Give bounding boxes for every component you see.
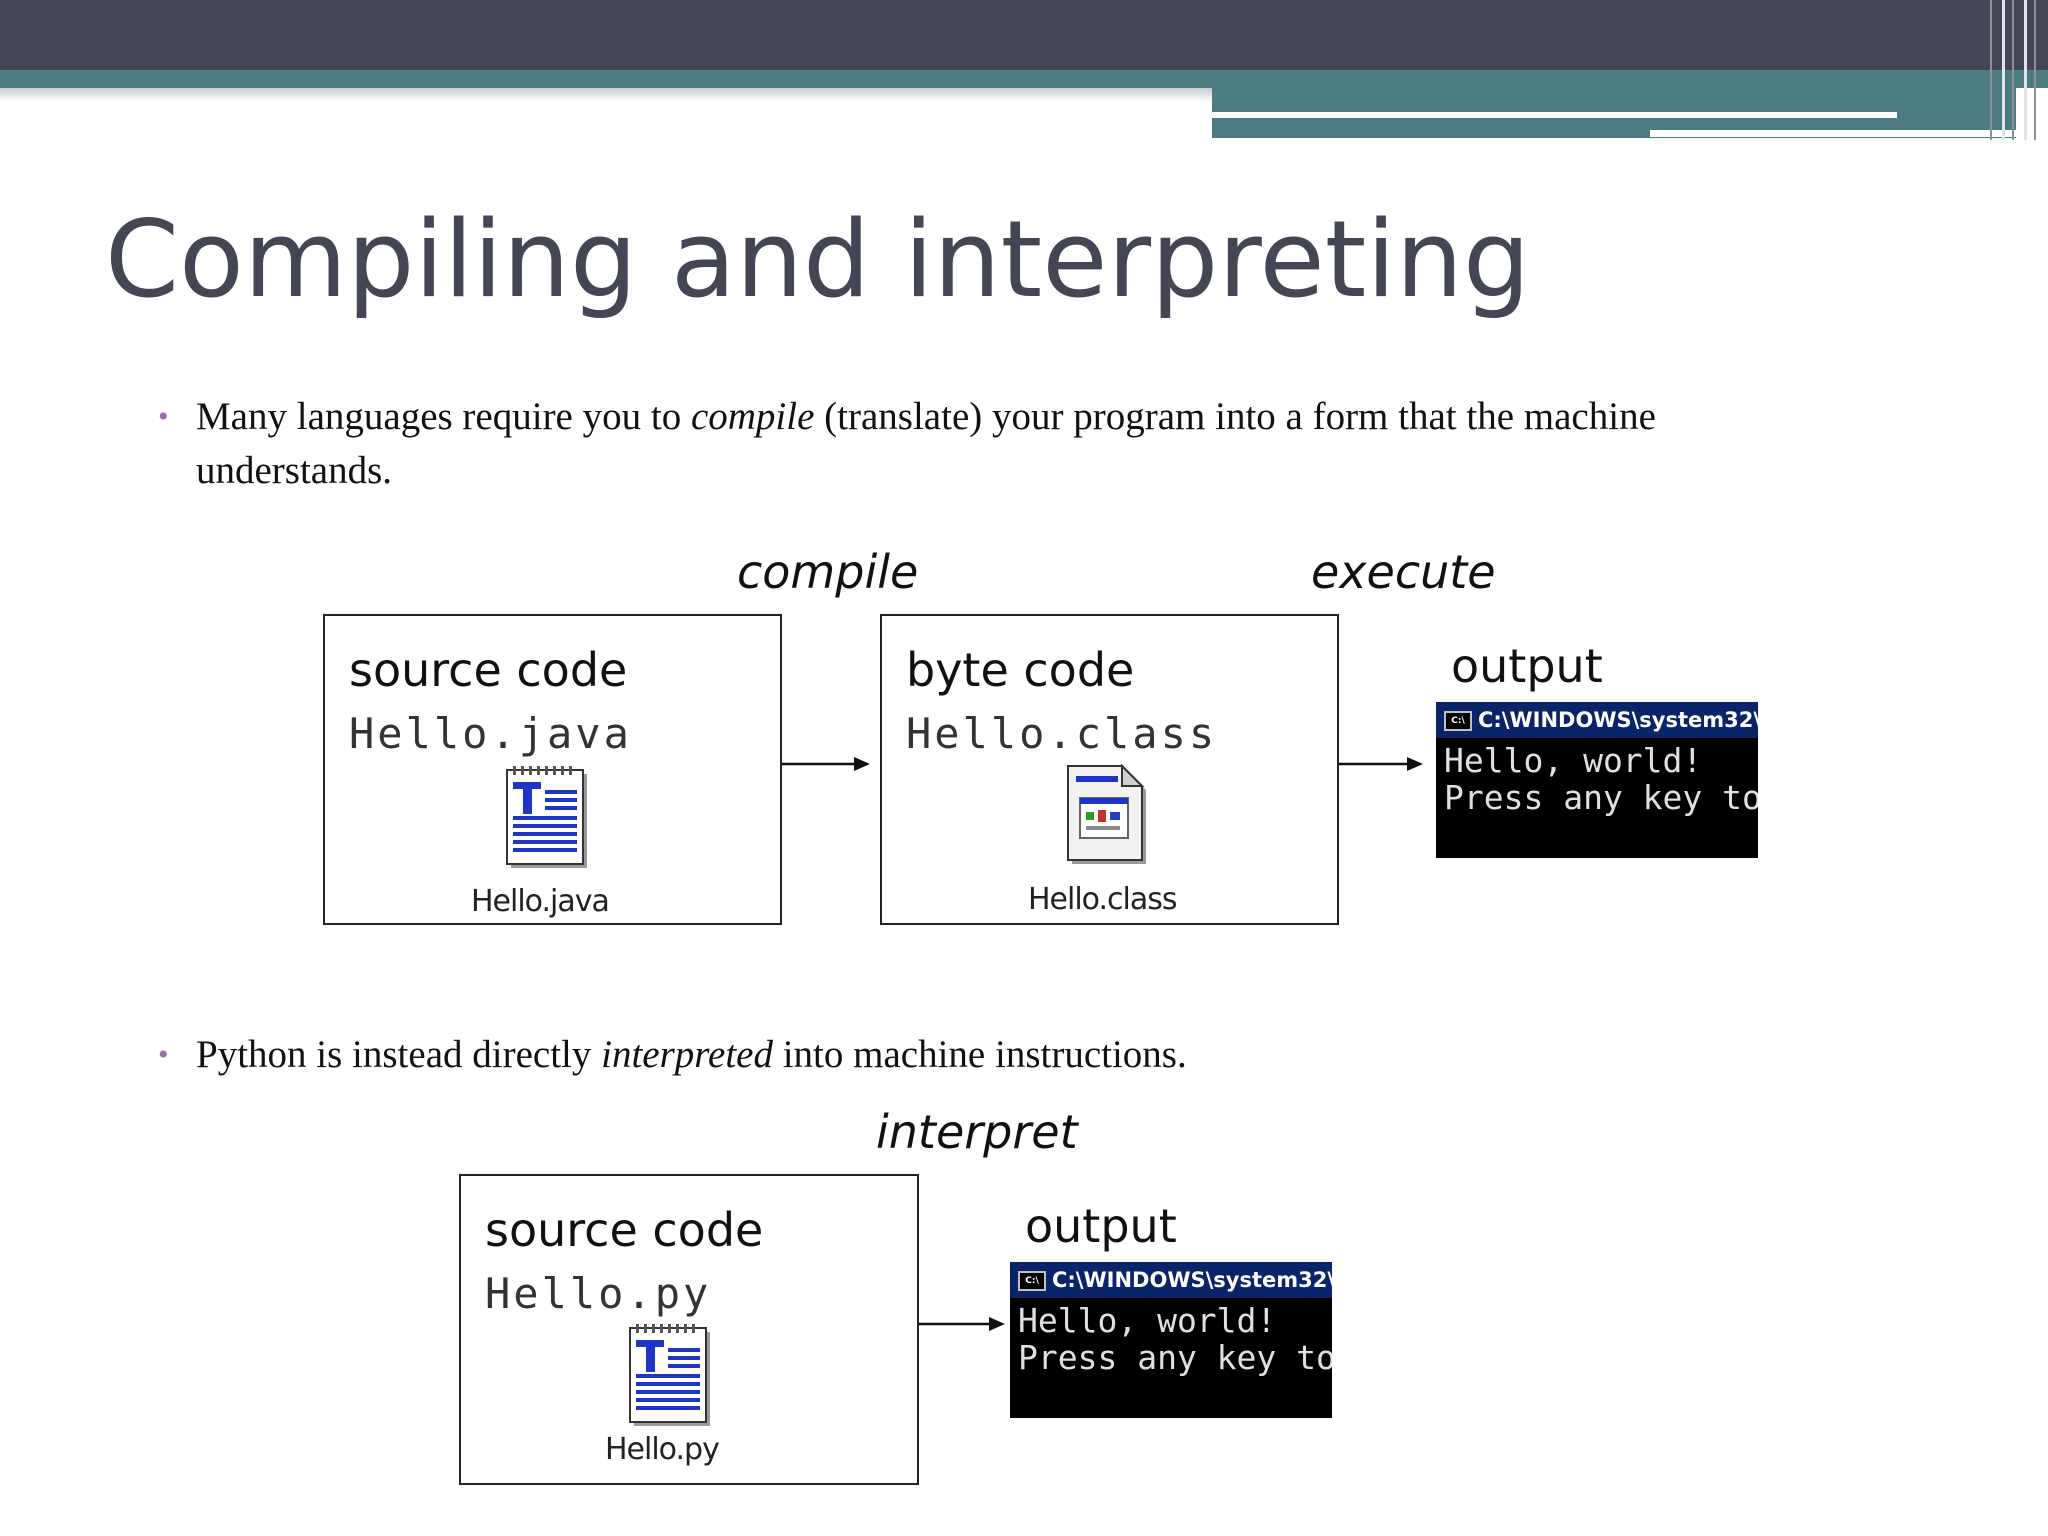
source-code-box-python: source code Hello.py Hello.py [459, 1174, 919, 1485]
icon-caption: Hello.java [471, 884, 610, 919]
console-output: Hello, world! Press any key to [1018, 1301, 1332, 1377]
source-code-heading: source code [485, 1203, 764, 1257]
bullet-interpret: • Python is instead directly interpreted… [158, 1028, 1858, 1082]
interpret-label: interpret [876, 1105, 1078, 1159]
header-edge-line [2024, 0, 2027, 140]
console-title-bar: C:\ C:\WINDOWS\system32\cmd [1010, 1262, 1332, 1298]
byte-code-heading: byte code [906, 643, 1135, 697]
arrow-compile [782, 757, 870, 771]
console-window: C:\ C:\WINDOWS\system32\cmd Hello, world!… [1010, 1262, 1332, 1418]
source-code-box-java: source code Hello.java Hello.java [323, 614, 782, 925]
bullet-compile: • Many languages require you to compile … [158, 390, 1858, 498]
header-accent-line [1212, 112, 1897, 118]
bullet-text: Many languages require you to compile (t… [196, 395, 1656, 492]
slide-title: Compiling and interpreting [105, 198, 1531, 321]
header-side-strip [2016, 88, 2048, 140]
source-filename: Hello.py [485, 1269, 712, 1318]
header-bar-dark [0, 0, 2048, 70]
arrow-execute [1339, 757, 1423, 771]
console-title: C:\WINDOWS\system32\cmd [1478, 708, 1758, 732]
console-window: C:\ C:\WINDOWS\system32\cmd Hello, world!… [1436, 702, 1758, 858]
class-file-icon [1066, 763, 1150, 870]
text-file-icon [505, 766, 591, 874]
header-accent-line [1650, 130, 2016, 137]
header-edge-line [2002, 0, 2005, 140]
bullet-marker: • [158, 1038, 169, 1071]
source-code-heading: source code [349, 643, 628, 697]
header-edge-line [2012, 0, 2014, 140]
header-edge-line [1990, 0, 1992, 140]
byte-filename: Hello.class [906, 709, 1218, 758]
emphasis-compile: compile [690, 395, 815, 438]
execute-label: execute [1311, 545, 1496, 599]
source-filename: Hello.java [349, 709, 632, 758]
header-bar-teal [0, 70, 2048, 88]
console-icon: C:\ [1444, 711, 1472, 731]
compile-label: compile [737, 545, 919, 599]
bullet-marker: • [158, 400, 169, 433]
console-title: C:\WINDOWS\system32\cmd [1052, 1268, 1332, 1292]
output-label: output [1451, 639, 1603, 693]
output-label: output [1025, 1199, 1177, 1253]
header-shadow [0, 88, 1212, 102]
console-icon: C:\ [1018, 1271, 1046, 1291]
icon-caption: Hello.class [1028, 882, 1178, 917]
header-edge-line [2034, 0, 2036, 140]
console-title-bar: C:\ C:\WINDOWS\system32\cmd [1436, 702, 1758, 738]
console-output: Hello, world! Press any key to [1444, 741, 1758, 817]
text-file-icon [628, 1324, 714, 1432]
byte-code-box: byte code Hello.class Hello.class [880, 614, 1339, 925]
arrow-interpret [919, 1317, 1005, 1331]
bullet-text: Python is instead directly interpreted i… [196, 1033, 1187, 1076]
emphasis-interpreted: interpreted [601, 1033, 773, 1076]
icon-caption: Hello.py [605, 1432, 720, 1467]
